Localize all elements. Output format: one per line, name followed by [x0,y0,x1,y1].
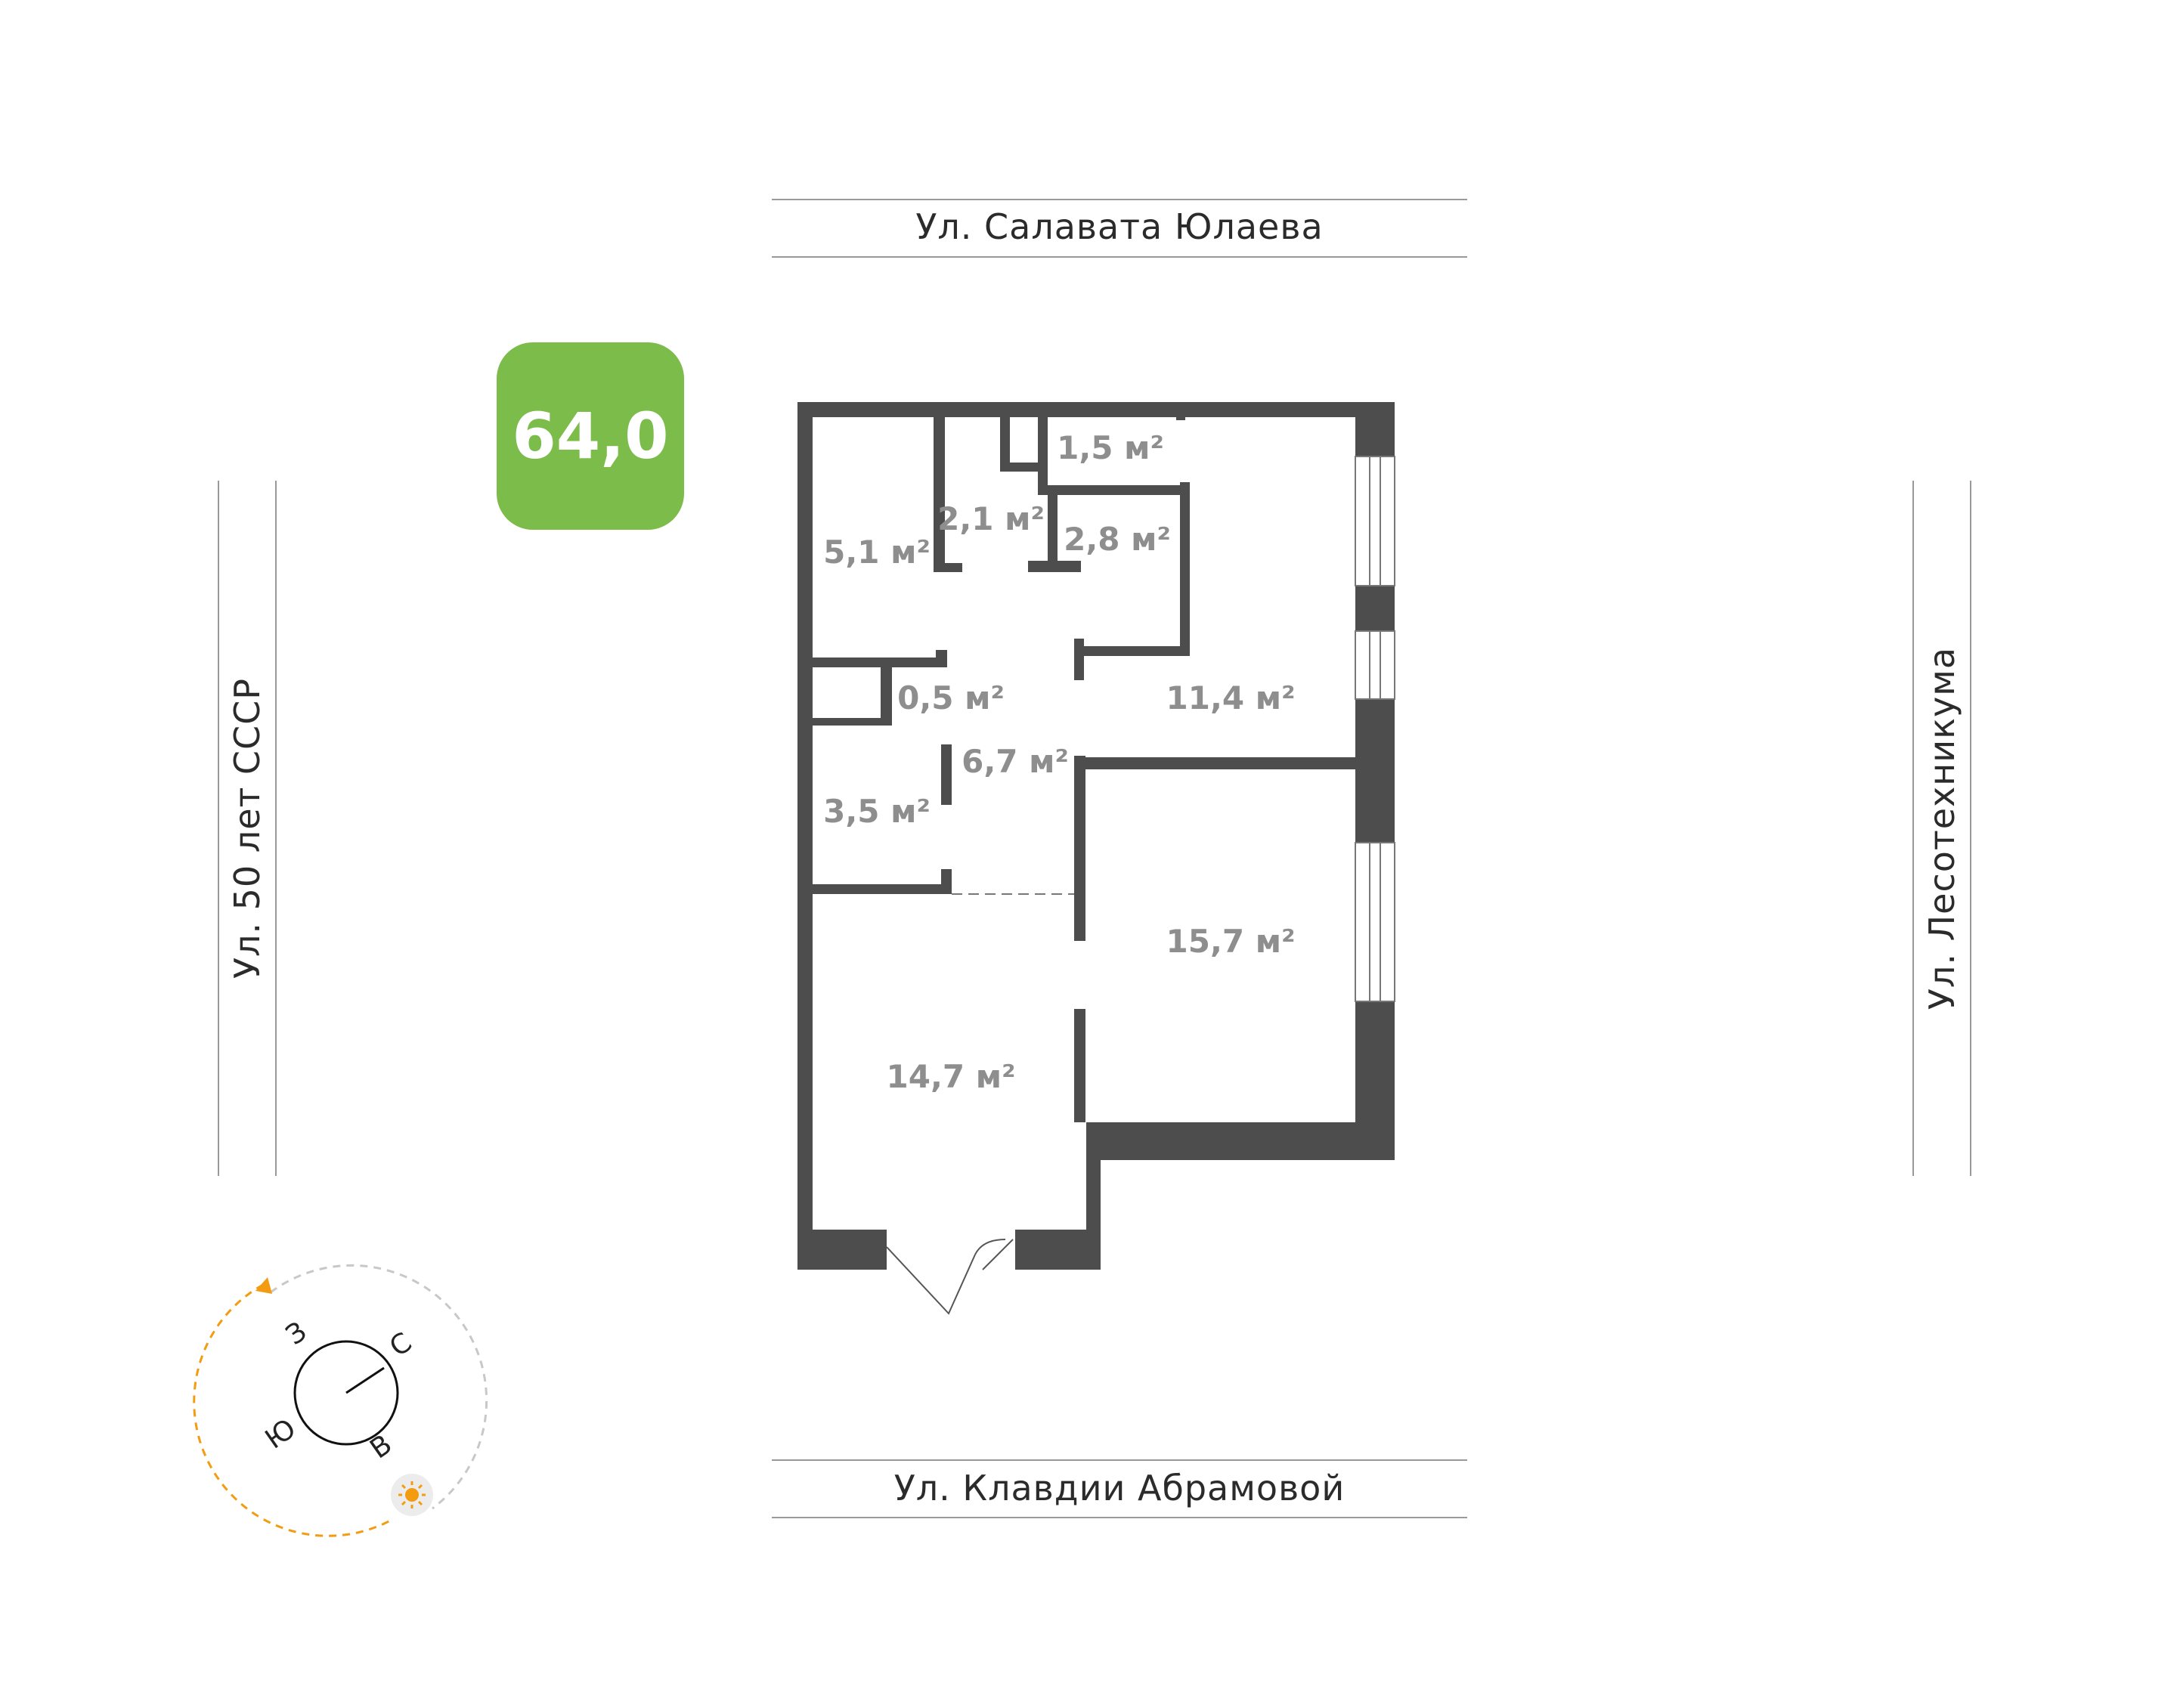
room-label-living: 14,7 м² [887,1058,1016,1095]
room-label-storage-top: 1,5 м² [1057,429,1164,466]
street-left-label: Ул. 50 лет СССР [227,678,268,979]
room-label-bedroom-lower: 15,7 м² [1166,923,1296,960]
walls [797,402,1395,1270]
compass-east: В [364,1429,398,1465]
street-top: Ул. Салавата Юлаева [772,199,1467,258]
compass-dial [293,1340,399,1446]
street-right-label: Ул. Лесотехникума [1922,647,1962,1010]
room-label-bath: 2,8 м² [1064,521,1171,558]
compass-west: З [280,1316,312,1351]
compass-north: С [384,1327,417,1363]
street-right: Ул. Лесотехникума [1912,481,1971,1176]
compass: З С Ю В [193,1264,488,1537]
entrance-door [886,1239,1014,1315]
room-label-corridor: 6,7 м² [962,743,1069,780]
windows [1355,456,1395,1002]
area-badge-value: 64,0 [512,399,668,473]
sun-icon [391,1474,433,1516]
street-bottom-label: Ул. Клавдии Абрамовой [894,1468,1345,1508]
compass-south: Ю [260,1413,302,1456]
room-label-hall-small: 2,1 м² [937,500,1045,537]
area-badge: 64,0 [497,342,684,530]
street-left: Ул. 50 лет СССР [218,481,277,1176]
street-top-label: Ул. Салавата Юлаева [915,206,1323,247]
room-label-bedroom-upper: 11,4 м² [1166,679,1296,716]
room-label-closet: 0,5 м² [897,679,1005,716]
street-bottom: Ул. Клавдии Абрамовой [772,1459,1467,1518]
room-label-wc: 5,1 м² [823,534,931,571]
room-labels: 1,5 м² 2,1 м² 2,8 м² 5,1 м² 0,5 м² 11,4 … [823,429,1295,1095]
room-label-wardrobe: 3,5 м² [823,793,931,830]
